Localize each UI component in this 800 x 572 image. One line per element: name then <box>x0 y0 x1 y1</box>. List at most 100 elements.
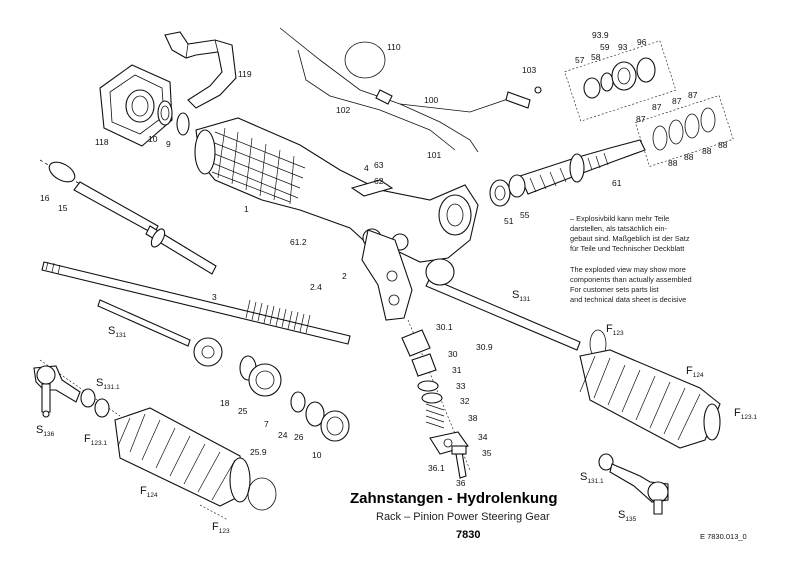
label-87-a: 87 <box>636 114 646 124</box>
disclaimer-notes: – Explosivbild kann mehr Teile darstelle… <box>570 214 692 304</box>
lock-nut-left <box>80 388 110 418</box>
note-de-line-1: – Explosivbild kann mehr Teile <box>570 214 669 223</box>
label-3: 3 <box>212 292 217 302</box>
label-1: 1 <box>244 204 249 214</box>
label-31: 31 <box>452 365 462 375</box>
label-118: 118 <box>95 137 109 147</box>
label-16: 16 <box>40 193 50 203</box>
tie-rod-end-left <box>33 359 121 418</box>
label-57: 57 <box>575 55 585 65</box>
steering-rack-3 <box>41 261 351 345</box>
label-58: 58 <box>591 52 601 62</box>
label-87-b: 87 <box>652 102 662 112</box>
nut-51 <box>489 174 526 207</box>
steering-housing-1 <box>194 117 479 263</box>
diagram-number: 7830 <box>456 529 480 541</box>
inner-joint-parts <box>239 355 350 442</box>
valve-bracket <box>361 229 413 321</box>
label-51: 51 <box>504 216 514 226</box>
label-61: 61 <box>612 178 622 188</box>
cylinder-tube <box>39 159 217 275</box>
note-en-line-2: components than actually assembled <box>570 275 692 284</box>
note-en-line-3: For customer sets parts list <box>570 285 659 294</box>
label-100: 100 <box>424 95 438 105</box>
label-f124-right: F124 <box>686 365 704 379</box>
note-en-line-4: and technical data sheet is decisive <box>570 295 686 304</box>
label-36: 36 <box>456 478 466 488</box>
label-88-a: 88 <box>668 158 678 168</box>
label-103: 103 <box>522 65 536 75</box>
label-s135: S135 <box>618 509 637 523</box>
tie-rod-end-right <box>598 453 669 515</box>
label-f123-1-left: F123.1 <box>84 433 107 447</box>
note-de-line-3: gebaut sind. Maßgeblich ist der Satz <box>570 234 690 243</box>
label-2: 2 <box>342 271 347 281</box>
label-119: 119 <box>238 69 252 79</box>
boot-right-f124 <box>579 349 721 449</box>
label-62: 62 <box>374 176 384 186</box>
note-de-line-4: für Teile und Technischer Deckblatt <box>570 244 684 253</box>
tie-rod-right <box>425 258 581 351</box>
label-88-d: 88 <box>718 140 728 150</box>
label-32: 32 <box>460 396 470 406</box>
label-s131-right: S131 <box>512 289 531 303</box>
part-labels: 119 110 103 100 102 101 118 10 9 1 4 63 … <box>40 30 728 488</box>
label-f124-left: F124 <box>140 485 158 499</box>
label-93-9: 93.9 <box>592 30 609 40</box>
reference-code: E 7830.013_0 <box>700 532 747 541</box>
pressure-pad-stack <box>401 319 471 479</box>
label-s131-left: S131 <box>108 325 127 339</box>
label-102: 102 <box>336 105 350 115</box>
label-63: 63 <box>374 160 384 170</box>
label-7: 7 <box>264 419 269 429</box>
rings-10-9 <box>157 100 190 136</box>
label-25: 25 <box>238 406 248 416</box>
rubber-mount-118 <box>99 64 173 147</box>
label-18: 18 <box>220 398 230 408</box>
label-61-2: 61.2 <box>290 237 307 247</box>
label-87-d: 87 <box>688 90 698 100</box>
hose-clamp-110 <box>344 41 393 105</box>
label-33: 33 <box>456 381 466 391</box>
label-24: 24 <box>278 430 288 440</box>
label-93: 93 <box>618 42 628 52</box>
label-88-b: 88 <box>684 152 694 162</box>
label-s131-1-left: S131.1 <box>96 377 120 391</box>
label-87-c: 87 <box>672 96 682 106</box>
label-59: 59 <box>600 42 610 52</box>
label-f123-1-right: F123.1 <box>734 407 757 421</box>
label-s136: S136 <box>36 424 55 438</box>
label-s131-1-right: S131.1 <box>580 471 604 485</box>
clamp-left-f123 <box>199 477 277 521</box>
label-plate-62 <box>350 179 394 197</box>
label-30-1: 30.1 <box>436 322 453 332</box>
label-f123-left: F123 <box>212 521 230 535</box>
pinion-seal-set <box>564 40 677 122</box>
label-9: 9 <box>166 139 171 149</box>
label-25-9: 25.9 <box>250 447 267 457</box>
title-block: Zahnstangen - Hydrolenkung Rack – Pinion… <box>350 490 747 541</box>
diagram-subtitle: Rack – Pinion Power Steering Gear <box>376 511 550 523</box>
label-88-c: 88 <box>702 146 712 156</box>
label-101: 101 <box>427 150 441 160</box>
label-36-1: 36.1 <box>428 463 445 473</box>
pinion-shaft-61 <box>519 139 646 195</box>
label-34: 34 <box>478 432 488 442</box>
label-35: 35 <box>482 448 492 458</box>
label-96: 96 <box>637 37 647 47</box>
subscript-labels: S131 S131 S131.1 S131.1 S136 S135 F123 F… <box>36 289 757 535</box>
mounting-bracket-119 <box>164 31 237 109</box>
label-15: 15 <box>58 203 68 213</box>
tie-rod-left <box>97 299 223 367</box>
hydraulic-pipes <box>279 27 542 153</box>
label-10: 10 <box>148 134 158 144</box>
label-4: 4 <box>364 163 369 173</box>
label-30: 30 <box>448 349 458 359</box>
diagram-title: Zahnstangen - Hydrolenkung <box>350 490 558 507</box>
note-en-line-1: The exploded view may show more <box>570 265 686 274</box>
label-55: 55 <box>520 210 530 220</box>
note-de-line-2: darstellen, als tatsächlich ein- <box>570 224 667 233</box>
boot-left-f124 <box>114 407 251 507</box>
label-f123-right: F123 <box>606 323 624 337</box>
